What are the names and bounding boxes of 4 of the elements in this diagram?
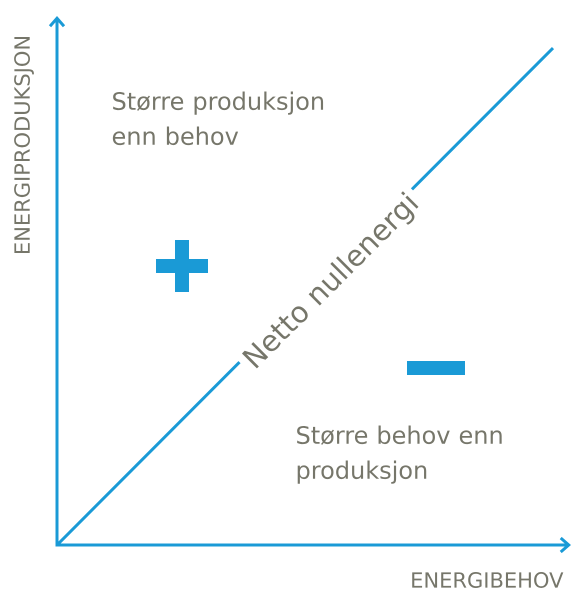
axis-label: ENERGIPRODUKSJON bbox=[14, 36, 34, 254]
axis-label: ENERGIBEHOV bbox=[412, 572, 564, 588]
region-text: Større produksjon enn behov bbox=[112, 92, 324, 146]
region-text: Større behov enn produksjon bbox=[297, 426, 502, 484]
